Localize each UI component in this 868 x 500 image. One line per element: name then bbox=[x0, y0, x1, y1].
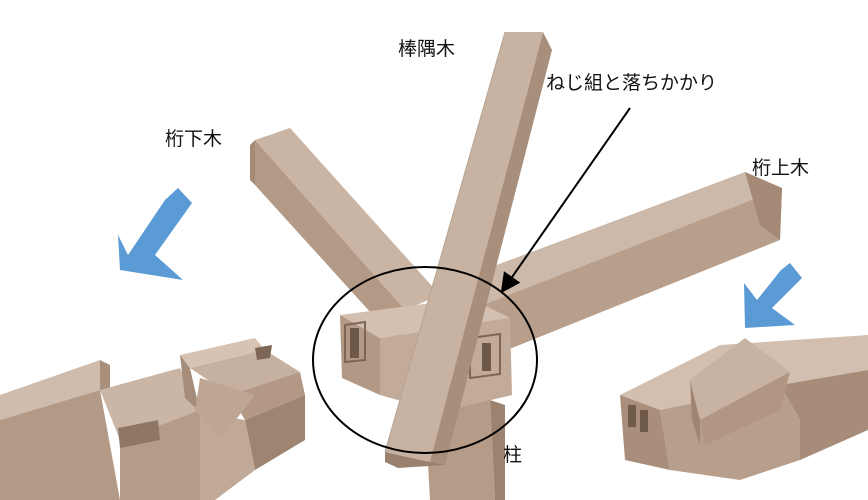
hip-rafter-member bbox=[384, 31, 552, 468]
left-blue-arrow bbox=[118, 188, 192, 280]
upper-beam-label: 桁上木 bbox=[752, 157, 810, 179]
lower-beam-label: 桁下木 bbox=[165, 128, 223, 150]
right-joint-piece bbox=[620, 335, 868, 480]
post-label: 柱 bbox=[503, 444, 523, 466]
joint-highlight-ellipse bbox=[312, 266, 538, 454]
lower-beam-member bbox=[250, 128, 440, 345]
right-blue-arrow bbox=[744, 263, 802, 328]
joint-pointer-arrow bbox=[500, 107, 631, 294]
joint-label: ねじ組と落ちかかり bbox=[546, 72, 718, 94]
left-joint-piece bbox=[0, 338, 305, 500]
hip-rafter-label: 棒隅木 bbox=[398, 38, 456, 60]
